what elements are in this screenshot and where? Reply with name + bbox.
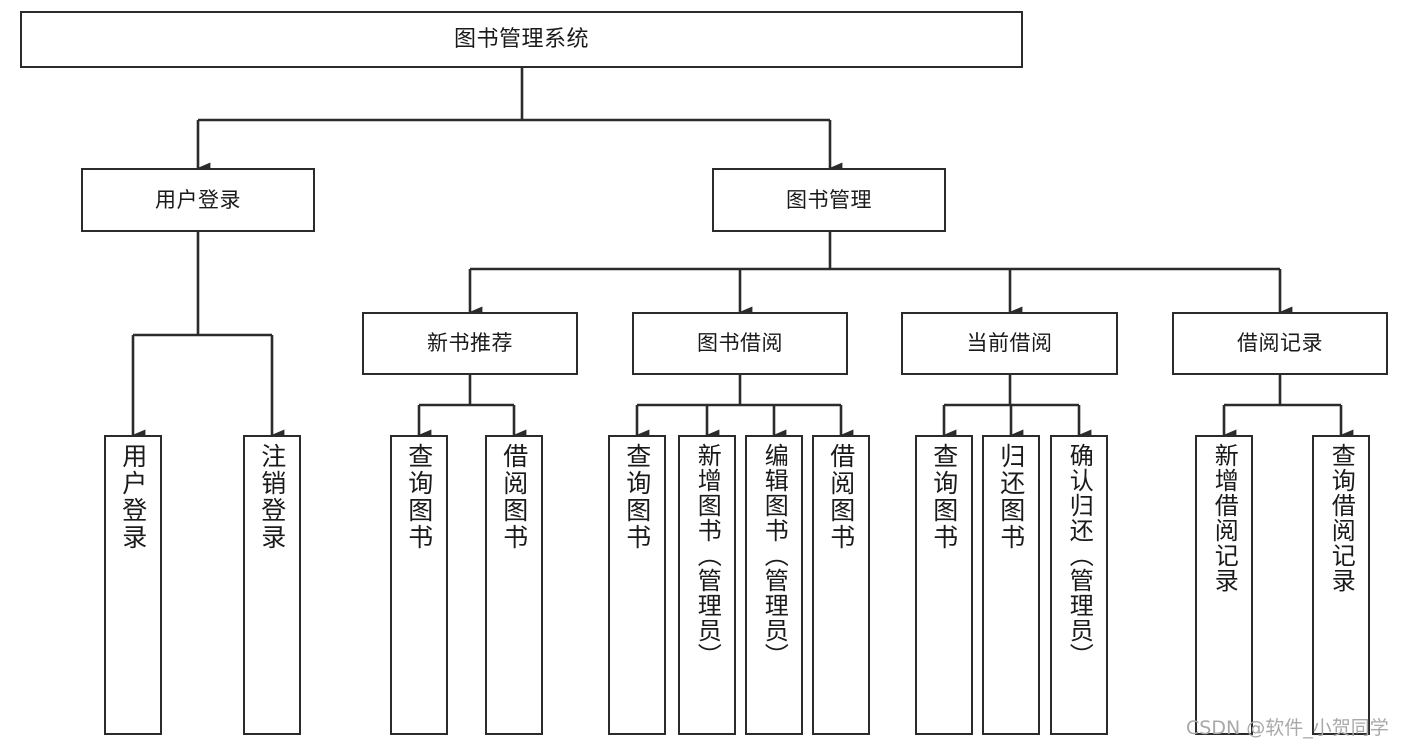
leaf-user-login[interactable]: 用户登录	[104, 435, 162, 735]
leaf-confirm-return-label: 确认归还（管理员）	[1065, 443, 1094, 668]
leaf-confirm-return[interactable]: 确认归还（管理员）	[1050, 435, 1108, 735]
leaf-add-record-label: 新增借阅记录	[1210, 443, 1239, 593]
leaf-add-record[interactable]: 新增借阅记录	[1195, 435, 1253, 735]
leaf-query-book-borrow-label: 查询图书	[622, 443, 652, 551]
node-root-label: 图书管理系统	[453, 26, 589, 52]
leaf-query-book-rec[interactable]: 查询图书	[390, 435, 448, 735]
node-book-borrow[interactable]: 图书借阅	[632, 312, 848, 375]
leaf-logout[interactable]: 注销登录	[243, 435, 301, 735]
leaf-query-book-borrow[interactable]: 查询图书	[608, 435, 666, 735]
csdn-watermark: CSDN @软件_小贺同学	[1186, 717, 1389, 739]
leaf-return-book-label: 归还图书	[996, 443, 1026, 551]
leaf-add-book-label: 新增图书（管理员）	[693, 443, 722, 668]
leaf-add-book[interactable]: 新增图书（管理员）	[678, 435, 736, 735]
leaf-return-book[interactable]: 归还图书	[982, 435, 1040, 735]
node-new-book-rec[interactable]: 新书推荐	[362, 312, 578, 375]
node-user-login-label: 用户登录	[155, 187, 241, 212]
leaf-edit-book[interactable]: 编辑图书（管理员）	[745, 435, 803, 735]
leaf-borrow-book-rec-label: 借阅图书	[499, 443, 529, 551]
leaf-query-book-cur[interactable]: 查询图书	[915, 435, 973, 735]
node-book-manage[interactable]: 图书管理	[712, 168, 946, 232]
leaf-logout-label: 注销登录	[257, 443, 287, 551]
leaf-borrow-book-label: 借阅图书	[826, 443, 856, 551]
node-book-borrow-label: 图书借阅	[697, 331, 783, 356]
node-current-borrow[interactable]: 当前借阅	[901, 312, 1118, 375]
leaf-user-login-label: 用户登录	[118, 443, 148, 551]
leaf-query-book-rec-label: 查询图书	[404, 443, 434, 551]
node-new-book-rec-label: 新书推荐	[427, 331, 513, 356]
leaf-borrow-book-rec[interactable]: 借阅图书	[485, 435, 543, 735]
node-user-login[interactable]: 用户登录	[81, 168, 315, 232]
node-borrow-record-label: 借阅记录	[1237, 331, 1323, 356]
leaf-query-record[interactable]: 查询借阅记录	[1312, 435, 1370, 735]
node-borrow-record[interactable]: 借阅记录	[1172, 312, 1388, 375]
node-book-manage-label: 图书管理	[786, 187, 872, 212]
leaf-query-book-cur-label: 查询图书	[929, 443, 959, 551]
leaf-borrow-book[interactable]: 借阅图书	[812, 435, 870, 735]
leaf-edit-book-label: 编辑图书（管理员）	[760, 443, 789, 668]
node-current-borrow-label: 当前借阅	[966, 331, 1053, 356]
leaf-query-record-label: 查询借阅记录	[1327, 443, 1356, 593]
node-root[interactable]: 图书管理系统	[20, 11, 1023, 68]
